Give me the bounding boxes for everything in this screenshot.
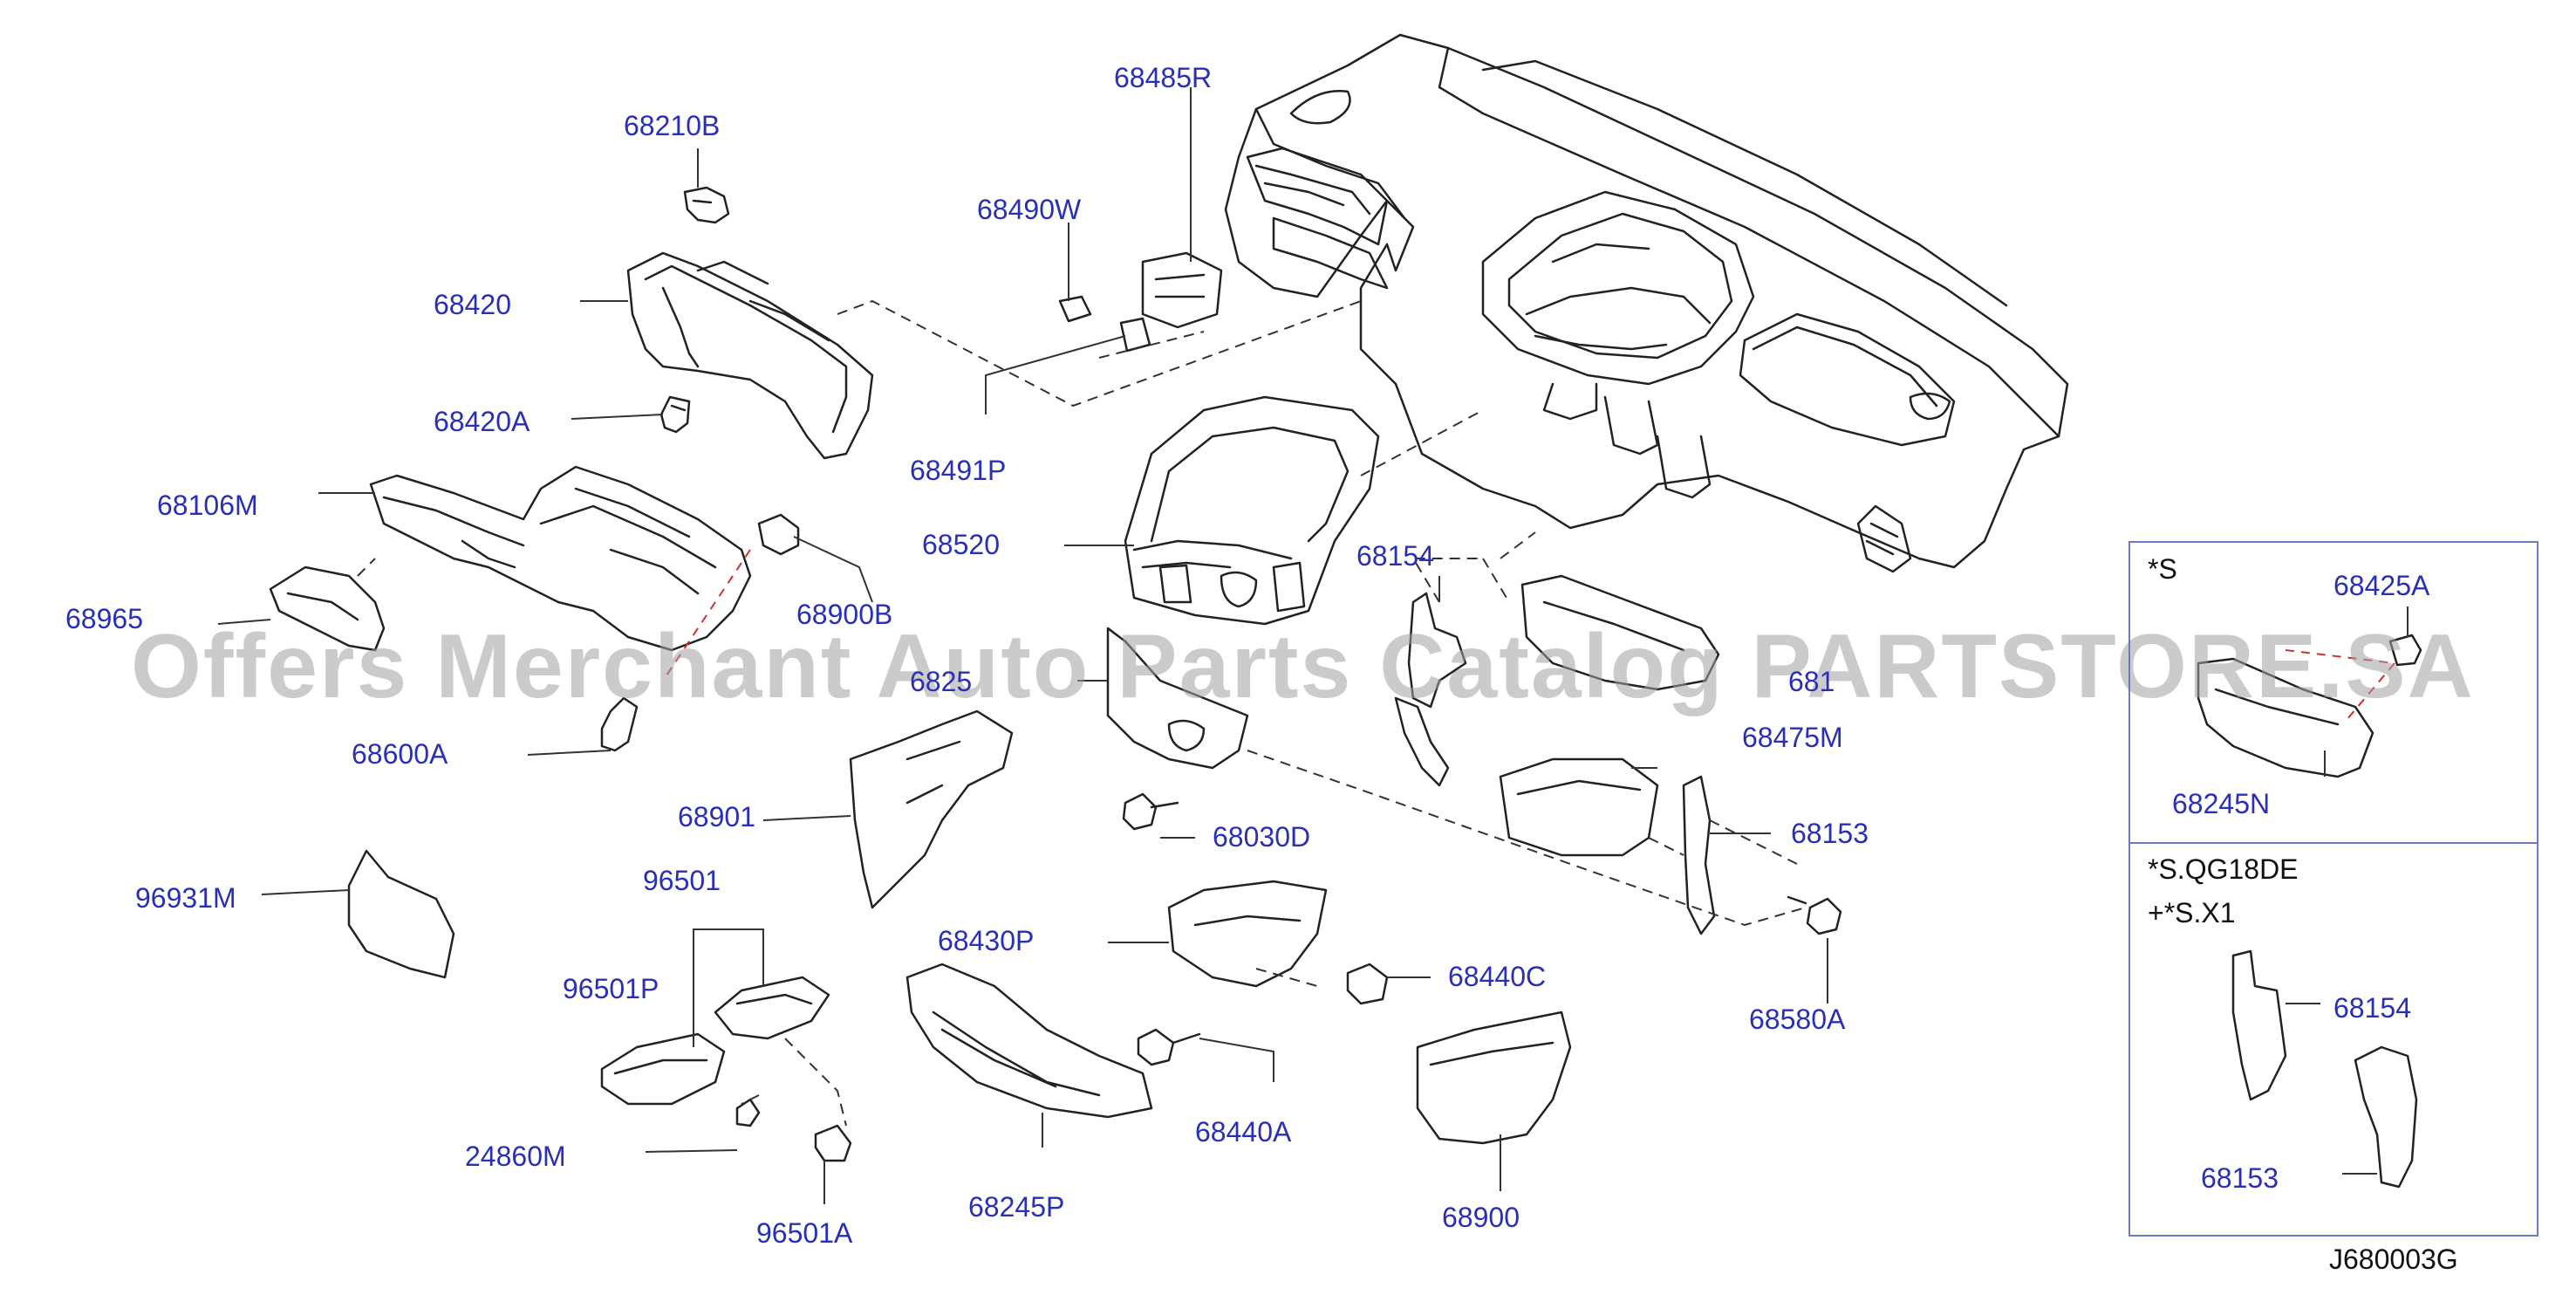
part-label-96501[interactable]: 96501 bbox=[643, 865, 721, 896]
clip-68440c-drawing bbox=[1346, 963, 1389, 1005]
screw-68580a-drawing bbox=[1787, 895, 1842, 935]
screw-68440a-drawing bbox=[1137, 1028, 1201, 1066]
part-label-96501a[interactable]: 96501A bbox=[756, 1217, 853, 1249]
part-label-68491p[interactable]: 68491P bbox=[910, 455, 1007, 486]
part-label-68475m[interactable]: 68475M bbox=[1742, 722, 1843, 753]
part-label-24860m[interactable]: 24860M bbox=[465, 1141, 566, 1172]
part-label-68245p[interactable]: 68245P bbox=[968, 1191, 1065, 1223]
box-681x0-drawing bbox=[1520, 574, 1720, 691]
inset-note-qg18de: *S.QG18DE bbox=[2148, 853, 2299, 885]
bracket-68154-lower-drawing bbox=[1394, 696, 1450, 787]
inset-panel bbox=[2128, 541, 2538, 1237]
part-label-68485r[interactable]: 68485R bbox=[1114, 62, 1213, 93]
side-panel-68901-drawing bbox=[849, 709, 1014, 909]
part-label-68420a[interactable]: 68420A bbox=[434, 406, 530, 437]
cover-68900-drawing bbox=[1416, 1011, 1572, 1145]
screw-68600a-drawing bbox=[600, 696, 639, 752]
meter-hood-drawing bbox=[626, 251, 874, 460]
latch-96501p-drawing bbox=[600, 1032, 726, 1106]
part-label-partial-left[interactable]: 6825 bbox=[910, 666, 973, 697]
part-label-68425a[interactable]: 68425A bbox=[2333, 570, 2430, 601]
bracket-68153-drawing bbox=[1682, 775, 1716, 935]
diagram-code: J680003G bbox=[2329, 1244, 2458, 1275]
part-label-partial-right[interactable]: 681 bbox=[1788, 666, 1835, 697]
part-label-68153-inset[interactable]: 68153 bbox=[2201, 1162, 2279, 1194]
panel-6825-drawing bbox=[1106, 627, 1249, 770]
clip-68900b-drawing bbox=[757, 513, 800, 556]
part-label-68210b[interactable]: 68210B bbox=[624, 110, 721, 141]
part-label-68420[interactable]: 68420 bbox=[434, 289, 511, 320]
screw-68030d-drawing bbox=[1122, 792, 1179, 831]
part-label-68153[interactable]: 68153 bbox=[1791, 818, 1869, 849]
switch-68490w-drawing bbox=[1058, 295, 1092, 323]
part-label-68154[interactable]: 68154 bbox=[1356, 540, 1434, 572]
bracket-68154-drawing bbox=[1407, 592, 1467, 709]
pin-24860m-drawing bbox=[735, 1098, 761, 1127]
part-label-68490w[interactable]: 68490W bbox=[977, 194, 1082, 225]
assembly-dashes bbox=[357, 299, 1807, 1127]
holder-68430p-drawing bbox=[1167, 880, 1328, 988]
pocket-68475m-drawing bbox=[1499, 757, 1659, 857]
bracket-68965-drawing bbox=[269, 565, 386, 652]
part-label-68440a[interactable]: 68440A bbox=[1195, 1116, 1292, 1148]
part-label-68106m[interactable]: 68106M bbox=[157, 490, 258, 521]
cluster-68520-drawing bbox=[1124, 395, 1380, 626]
watermark: Offers Merchant Auto Parts Catalog PARTS… bbox=[131, 616, 2475, 717]
inset-note-s: *S bbox=[2148, 553, 2177, 585]
latch-96501-drawing bbox=[714, 976, 830, 1040]
part-label-68440c[interactable]: 68440C bbox=[1448, 961, 1547, 992]
inset-note-x1: +*S.X1 bbox=[2148, 897, 2236, 928]
inset-divider bbox=[2128, 842, 2538, 844]
part-label-96501p[interactable]: 96501P bbox=[563, 973, 659, 1004]
part-label-68580a[interactable]: 68580A bbox=[1749, 1004, 1846, 1035]
switch-68491p-drawing bbox=[1119, 317, 1151, 353]
part-label-68900[interactable]: 68900 bbox=[1442, 1202, 1520, 1233]
part-label-68154-inset[interactable]: 68154 bbox=[2333, 992, 2411, 1024]
part-label-68600a[interactable]: 68600A bbox=[352, 738, 448, 770]
clip-68210b-drawing bbox=[683, 186, 730, 224]
part-label-68245n[interactable]: 68245N bbox=[2172, 788, 2271, 819]
clip-96501a-drawing bbox=[814, 1124, 852, 1162]
part-label-68900b[interactable]: 68900B bbox=[796, 599, 893, 630]
switch-68485r-drawing bbox=[1141, 251, 1223, 329]
dashboard-panel-drawing bbox=[1224, 33, 2069, 573]
accent-dashes bbox=[662, 549, 2396, 721]
part-label-68030d[interactable]: 68030D bbox=[1213, 821, 1311, 853]
part-label-68430p[interactable]: 68430P bbox=[938, 925, 1035, 956]
leader-lines bbox=[217, 87, 2409, 1204]
screw-68420a-drawing bbox=[659, 395, 691, 434]
inset-bracket-68153-drawing bbox=[2354, 1045, 2418, 1189]
part-label-96931m[interactable]: 96931M bbox=[135, 882, 236, 914]
part-label-68901[interactable]: 68901 bbox=[678, 801, 755, 832]
part-label-68965[interactable]: 68965 bbox=[65, 603, 143, 634]
lower-cover-drawing bbox=[369, 465, 752, 652]
inset-bracket-68154-drawing bbox=[2231, 949, 2287, 1101]
trim-96931m-drawing bbox=[347, 849, 455, 979]
bezel-68245p-drawing bbox=[905, 963, 1153, 1119]
inset-bezel-68245n-drawing bbox=[2197, 657, 2374, 778]
part-label-68520[interactable]: 68520 bbox=[922, 529, 1000, 560]
